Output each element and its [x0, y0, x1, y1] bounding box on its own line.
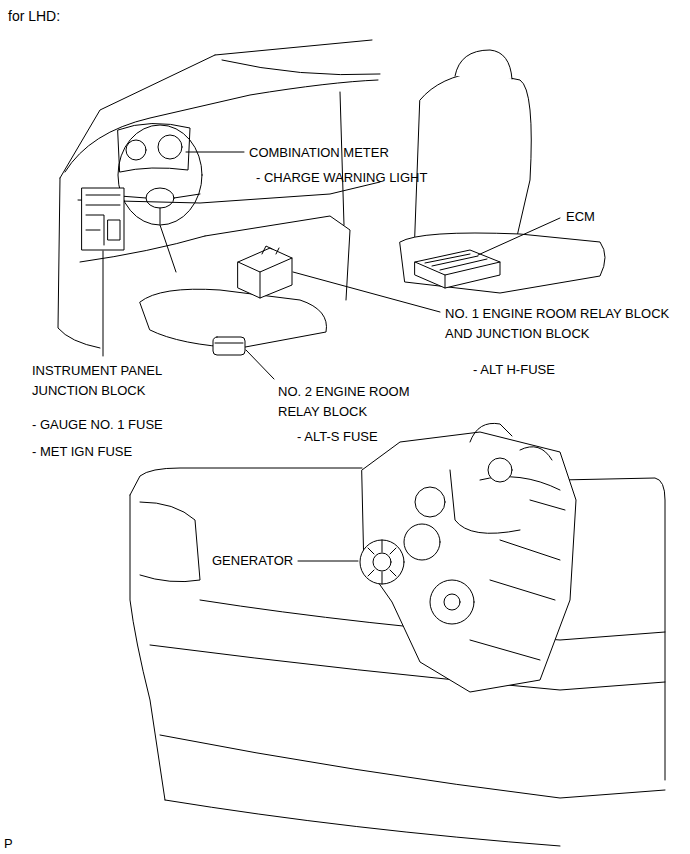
pulley: [415, 487, 445, 517]
bumper: [160, 735, 665, 846]
generator-pulley: [373, 553, 391, 571]
leader-line: [293, 272, 440, 312]
front-band: [150, 645, 665, 690]
leader-line: [103, 251, 104, 356]
part-label: ECM: [566, 207, 595, 227]
meter-dial: [126, 140, 146, 160]
engine-detail: [470, 500, 565, 660]
no2-relay-block: [213, 337, 245, 355]
generator-fins: [368, 540, 396, 584]
leader-line: [186, 152, 244, 153]
ecm-box: [415, 250, 500, 288]
leader-line: [246, 350, 274, 379]
center-console: [205, 216, 350, 300]
label-wrap: NO. 2 ENGINE ROOM RELAY BLOCK: [278, 382, 428, 421]
pulley: [430, 580, 474, 624]
title: for LHD:: [8, 6, 60, 27]
part-label: INSTRUMENT PANEL JUNCTION BLOCK: [32, 361, 182, 400]
label-wrap: - ALT H-FUSE: [473, 360, 555, 380]
part-label: NO. 2 ENGINE ROOM RELAY BLOCK: [278, 382, 428, 421]
part-label: P: [4, 834, 13, 854]
part-label: NO. 1 ENGINE ROOM RELAY BLOCK AND JUNCTI…: [445, 304, 683, 343]
passenger-seat-cushion: [400, 233, 605, 293]
label-wrap: COMBINATION METER: [249, 143, 389, 163]
label-wrap: - MET IGN FUSE: [32, 442, 132, 462]
ecm-edges: [415, 254, 500, 288]
pulley-hub: [444, 594, 460, 610]
steering-spokes: [120, 194, 200, 272]
no2-relay-block-lid: [215, 343, 243, 344]
part-label: - MET IGN FUSE: [32, 442, 132, 462]
pulley: [488, 458, 512, 482]
windshield: [215, 40, 380, 75]
passenger-seat-back: [415, 72, 531, 245]
meter-dial: [158, 135, 182, 159]
part-label: GENERATOR: [212, 551, 293, 571]
instrument-panel-junction-block: [82, 188, 124, 250]
title-wrap: for LHD:: [8, 6, 60, 27]
no1-relay-block: [238, 248, 292, 298]
no1-relay-block-edges: [238, 246, 292, 298]
label-wrap: ECM: [566, 207, 595, 227]
steering-hub: [146, 188, 174, 208]
dashboard-face: [78, 182, 380, 262]
engine-hose: [450, 423, 560, 533]
label-wrap: P: [4, 834, 13, 854]
junction-block-detail: [86, 195, 120, 245]
label-wrap: - ALT-S FUSE: [297, 427, 378, 447]
label-wrap: GENERATOR: [212, 551, 293, 571]
label-wrap: NO. 1 ENGINE ROOM RELAY BLOCK AND JUNCTI…: [445, 304, 683, 343]
part-label: - ALT-S FUSE: [297, 427, 378, 447]
a-pillar: [60, 55, 215, 178]
leader-line: [298, 561, 358, 562]
label-wrap: - CHARGE WARNING LIGHT: [256, 168, 427, 188]
headlight: [140, 502, 200, 582]
label-wrap: INSTRUMENT PANEL JUNCTION BLOCK: [32, 361, 182, 400]
part-label: - CHARGE WARNING LIGHT: [256, 168, 427, 188]
part-label: COMBINATION METER: [249, 143, 389, 163]
leader-line: [478, 218, 560, 255]
label-wrap: - GAUGE NO. 1 FUSE: [32, 415, 163, 435]
generator: [360, 540, 404, 584]
part-label: - GAUGE NO. 1 FUSE: [32, 415, 163, 435]
pulley: [404, 524, 440, 560]
part-label: - ALT H-FUSE: [473, 360, 555, 380]
passenger-headrest: [455, 50, 512, 79]
